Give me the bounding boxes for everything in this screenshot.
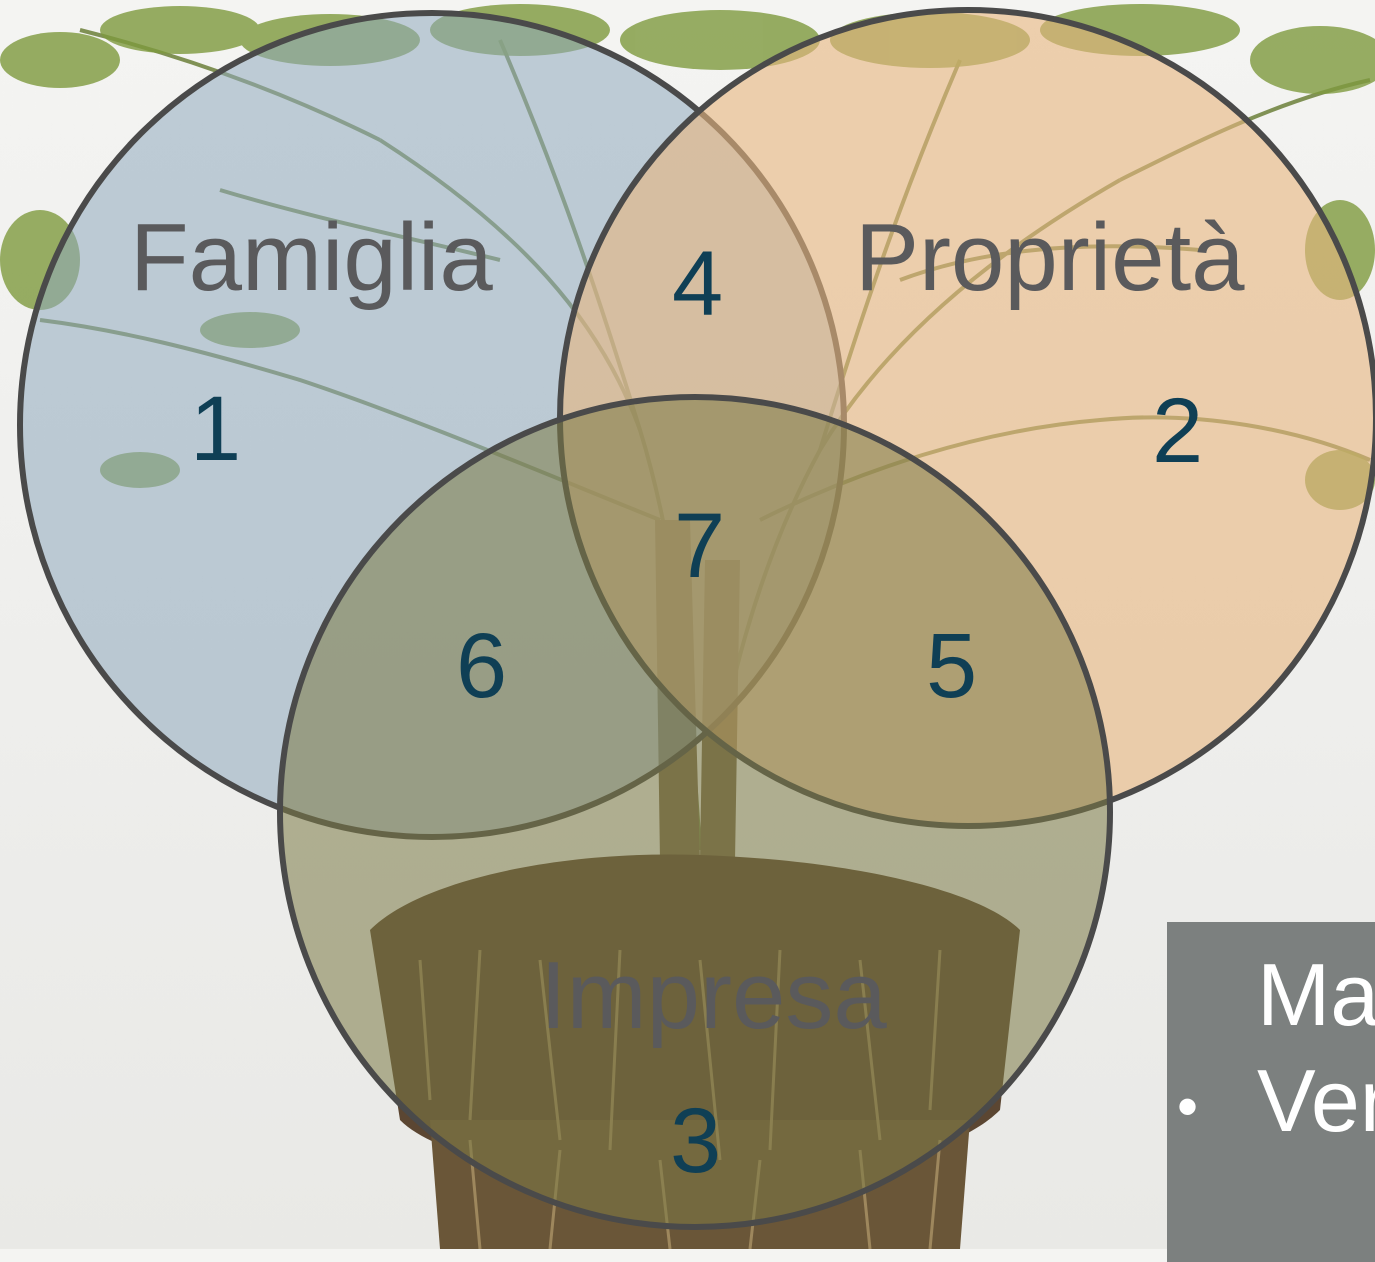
region-number-5: 5 xyxy=(926,620,977,712)
region-number-7: 7 xyxy=(674,500,725,592)
region-number-4: 4 xyxy=(672,238,723,330)
label-famiglia: Famiglia xyxy=(130,210,493,306)
side-panel-bullet-text: Ver xyxy=(1257,1050,1375,1152)
label-proprieta: Proprietà xyxy=(855,210,1245,306)
label-impresa: Impresa xyxy=(540,948,887,1044)
region-number-2: 2 xyxy=(1152,385,1203,477)
region-number-3: 3 xyxy=(670,1095,721,1187)
region-number-6: 6 xyxy=(456,620,507,712)
side-panel: Ma • Ver xyxy=(1167,922,1375,1262)
side-panel-heading: Ma xyxy=(1257,944,1375,1046)
side-panel-bullet: • xyxy=(1177,1072,1198,1141)
region-number-1: 1 xyxy=(190,383,241,475)
